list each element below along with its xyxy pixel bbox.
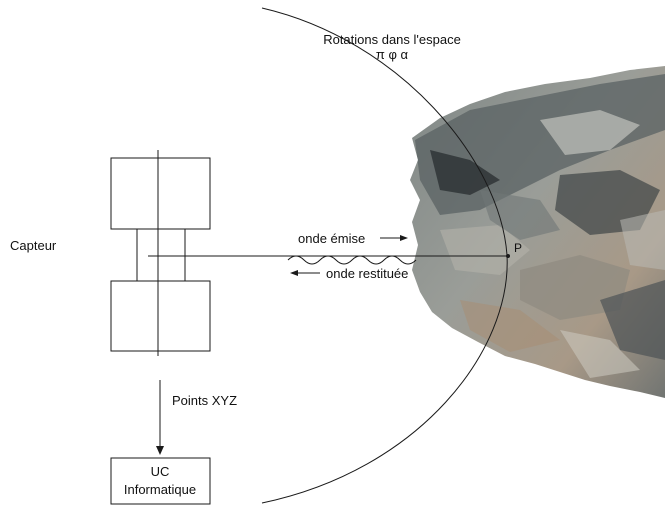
uc-label-line2: Informatique [124, 482, 196, 497]
wave-signal [288, 256, 416, 264]
onde-emise-label: onde émise [298, 231, 365, 246]
rock-face-image [400, 60, 665, 405]
point-p-label: P [514, 241, 522, 255]
emitted-arrow-head [400, 235, 408, 241]
returned-arrow-head [290, 270, 298, 276]
sensor-bottom-box [111, 281, 210, 351]
rotations-symbols: π φ α [376, 47, 409, 62]
points-xyz-label: Points XYZ [172, 393, 237, 408]
data-flow-arrow-head [156, 446, 164, 455]
sensor-top-box [111, 158, 210, 229]
capteur-label: Capteur [10, 238, 57, 253]
point-p-marker [506, 254, 510, 258]
rotations-title: Rotations dans l'espace [323, 32, 461, 47]
uc-label-line1: UC [151, 464, 170, 479]
onde-restituee-label: onde restituée [326, 266, 408, 281]
sensor-middle-connector [137, 229, 185, 281]
